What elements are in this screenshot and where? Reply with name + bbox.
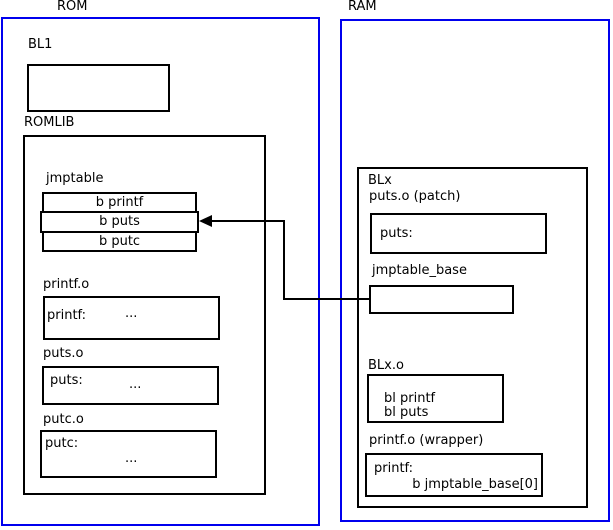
connector-line-vertical — [283, 220, 285, 300]
puts-symbol: puts: — [50, 373, 83, 388]
romlib-label: ROMLIB — [24, 115, 75, 130]
printf-wrapper-label: printf.o (wrapper) — [369, 433, 484, 448]
puts-patch-label: puts.o (patch) — [369, 189, 461, 204]
jmptable-entry-puts: b puts — [40, 211, 199, 233]
blx-o-label: BLx.o — [368, 358, 404, 373]
puts-body-ellipsis: ... — [129, 377, 142, 392]
ram-frame — [340, 19, 610, 522]
jmptable-base-label: jmptable_base — [372, 263, 467, 278]
bl1-label: BL1 — [28, 37, 53, 52]
printf-body-ellipsis: ... — [125, 306, 138, 321]
puts-o-box: puts: ... — [42, 366, 219, 405]
printf-wrapper-box: printf: b jmptable_base[0] — [365, 453, 543, 497]
puts-patch-box: puts: — [370, 213, 547, 254]
putc-o-box: putc: ... — [40, 430, 217, 478]
printf-o-label: printf.o — [43, 277, 90, 292]
blx-box — [357, 167, 588, 508]
blx-o-instruction-bl-puts: bl puts — [384, 405, 429, 420]
blx-o-instruction-bl-printf: bl printf — [384, 391, 436, 406]
rom-frame — [1, 17, 320, 526]
romlib-box — [23, 135, 266, 495]
printf-wrapper-symbol: printf: — [374, 461, 414, 476]
arrowhead-to-b-puts-icon — [199, 215, 212, 227]
printf-wrapper-instruction: b jmptable_base[0] — [412, 477, 538, 492]
bl1-box — [27, 64, 170, 112]
blx-o-box: bl printf bl puts — [367, 374, 504, 423]
putc-symbol: putc: — [45, 436, 79, 451]
jmptable-label: jmptable — [46, 171, 104, 186]
connector-line-from-jmptable-base — [283, 298, 371, 300]
ram-title: RAM — [348, 0, 377, 14]
printf-o-box: printf: ... — [43, 296, 220, 340]
printf-symbol: printf: — [47, 308, 87, 323]
rom-title: ROM — [57, 0, 88, 14]
puts-patch-symbol: puts: — [380, 226, 413, 241]
blx-label: BLx — [368, 173, 392, 188]
jmptable-entry-printf: b printf — [42, 192, 197, 213]
jmptable-entry-putc: b putc — [42, 231, 197, 252]
putc-o-label: putc.o — [43, 412, 84, 427]
puts-o-label: puts.o — [43, 346, 84, 361]
connector-line-to-jmptable — [211, 220, 285, 222]
jmptable-base-box — [369, 285, 514, 314]
putc-body-ellipsis: ... — [125, 451, 138, 466]
